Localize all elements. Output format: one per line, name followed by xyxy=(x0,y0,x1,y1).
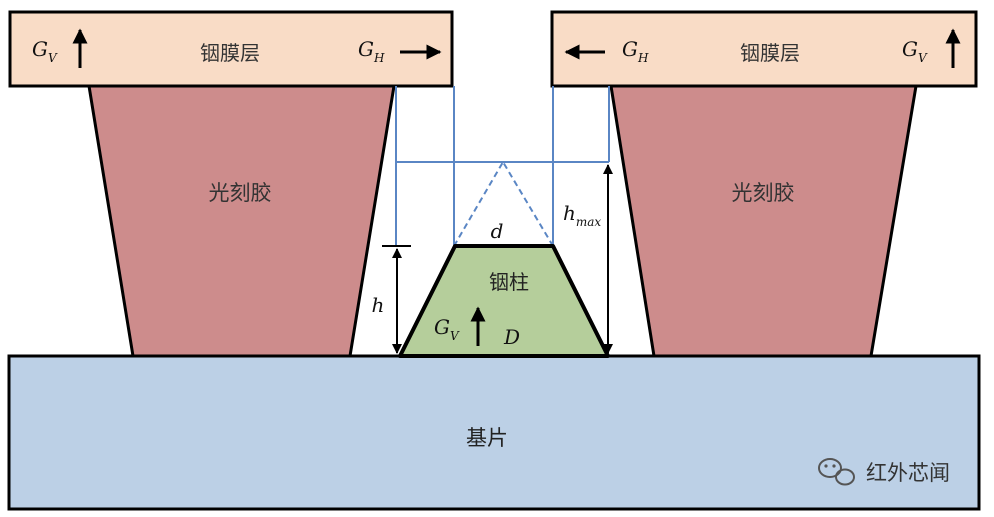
hmax-label: hmax xyxy=(563,201,601,229)
watermark: 红外芯闻 xyxy=(818,458,950,486)
photoresist-right-block xyxy=(609,84,918,358)
gh-right-label: GH xyxy=(622,37,649,65)
photoresist-left: 光刻胶 xyxy=(87,84,396,358)
photoresist-left-label: 光刻胶 xyxy=(209,181,272,205)
h-dimension: h xyxy=(372,245,411,354)
substrate-block xyxy=(7,354,981,511)
indium-film-right-block xyxy=(550,10,978,88)
guide-lines xyxy=(395,86,610,247)
indium-film-right: 铟膜层 GH GV xyxy=(550,10,978,88)
indium-pillar-block xyxy=(398,244,610,358)
substrate: 基片 xyxy=(7,354,981,511)
watermark-text: 红外芯闻 xyxy=(866,461,950,485)
indium-film-right-label: 铟膜层 xyxy=(740,41,800,65)
gv-left-label: GV xyxy=(32,37,58,65)
indium-pillar: 铟柱 d D GV xyxy=(398,219,610,358)
gv-pillar-label: GV xyxy=(434,315,460,343)
wechat-icon xyxy=(818,458,855,486)
photoresist-right: 光刻胶 xyxy=(609,84,918,358)
h-label: h xyxy=(372,293,385,317)
gv-right-label: GV xyxy=(902,37,928,65)
d-bottom-label: D xyxy=(503,325,520,349)
indium-film-left-block xyxy=(8,10,454,88)
d-top-label: d xyxy=(491,219,504,243)
indium-film-left: 铟膜层 GV GH xyxy=(8,10,454,88)
substrate-label: 基片 xyxy=(466,426,508,450)
indium-film-left-label: 铟膜层 xyxy=(200,41,260,65)
indium-pillar-label: 铟柱 xyxy=(489,270,529,294)
guide-dash-right xyxy=(502,161,554,247)
photoresist-right-label: 光刻胶 xyxy=(732,181,795,205)
hmax-dimension: hmax xyxy=(563,164,613,354)
photoresist-left-block xyxy=(87,84,396,358)
gh-left-label: GH xyxy=(358,37,385,65)
guide-dash-left xyxy=(453,161,504,247)
